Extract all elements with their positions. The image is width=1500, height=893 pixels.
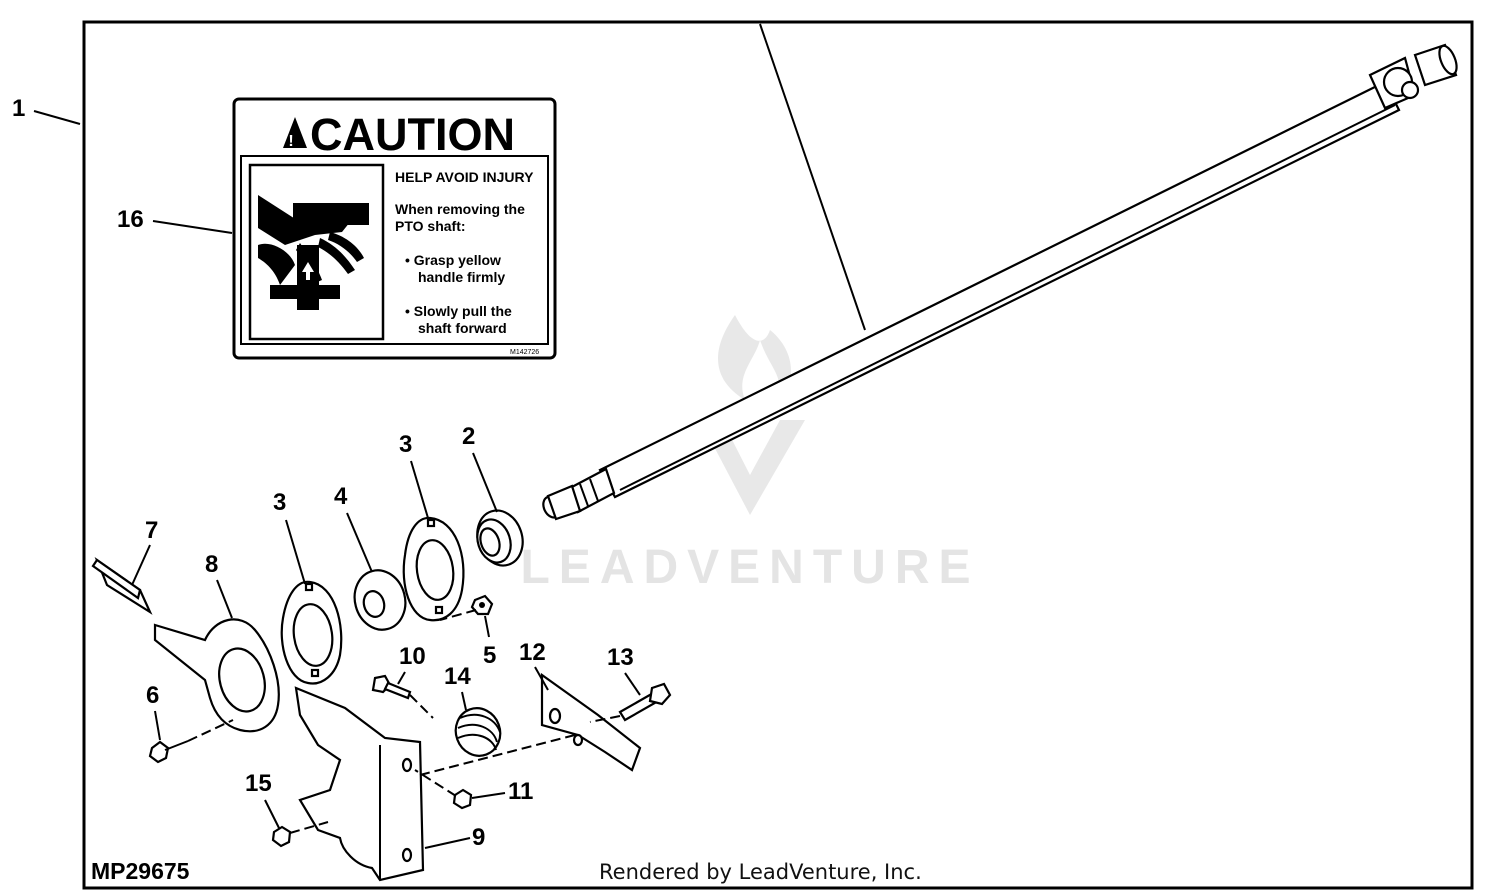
bolt-13	[618, 682, 672, 722]
callout-2: 2	[462, 423, 475, 450]
nut-11	[452, 788, 473, 810]
callout-13: 13	[607, 644, 634, 671]
caution-decal: ! CAUTION HELP AVOID INJURY When removin…	[232, 97, 557, 360]
decal-bullet2b: shaft forward	[418, 320, 507, 336]
callout-8: 8	[205, 551, 218, 578]
decal-line2: PTO shaft:	[395, 218, 466, 234]
callout-11: 11	[508, 778, 533, 805]
bracket	[294, 686, 425, 882]
callout-3a: 3	[399, 431, 412, 458]
warning-triangle-icon	[283, 117, 307, 148]
pto-shaft	[542, 43, 1458, 521]
callout-12: 12	[519, 639, 546, 666]
lever	[540, 672, 642, 772]
mounting-plate	[153, 618, 280, 733]
watermark-logo-icon	[700, 315, 805, 515]
callout-1: 1	[12, 95, 25, 122]
decal-heading: HELP AVOID INJURY	[395, 169, 534, 185]
decal-bullet1b: handle firmly	[418, 269, 505, 285]
callout-6: 6	[146, 682, 159, 709]
figure-id: MP29675	[91, 858, 190, 884]
callout-3b: 3	[273, 489, 286, 516]
flange-lower	[280, 580, 343, 685]
callout-14: 14	[444, 663, 471, 690]
bolt-6	[148, 740, 189, 764]
bearing-ring	[476, 509, 524, 567]
handle	[91, 556, 153, 615]
callout-5: 5	[483, 642, 496, 669]
nut-15	[271, 825, 292, 848]
decal-line1: When removing the	[395, 201, 525, 217]
callout-15: 15	[245, 770, 272, 797]
callout-16: 16	[117, 206, 144, 233]
decal-bullet1a: • Grasp yellow	[405, 252, 501, 268]
diagram-frame	[82, 20, 1474, 890]
watermark-text: LEADVENTURE	[520, 541, 979, 594]
callout-7: 7	[145, 517, 158, 544]
bearing	[353, 569, 407, 631]
callout-4: 4	[334, 483, 348, 510]
svg-text:!: !	[288, 133, 293, 150]
spring	[454, 707, 502, 757]
bolt-9	[371, 674, 412, 700]
nut	[470, 594, 494, 616]
callout-10: 9	[472, 824, 485, 851]
credit-text: Rendered by LeadVenture, Inc.	[599, 860, 922, 884]
hand-entanglement-icon	[258, 195, 369, 310]
flange-upper	[402, 516, 465, 622]
callout-9: 10	[399, 643, 426, 670]
decal-title: CAUTION	[310, 109, 515, 160]
decal-code: M142726	[510, 349, 539, 356]
decal-bullet2a: • Slowly pull the	[405, 303, 512, 319]
